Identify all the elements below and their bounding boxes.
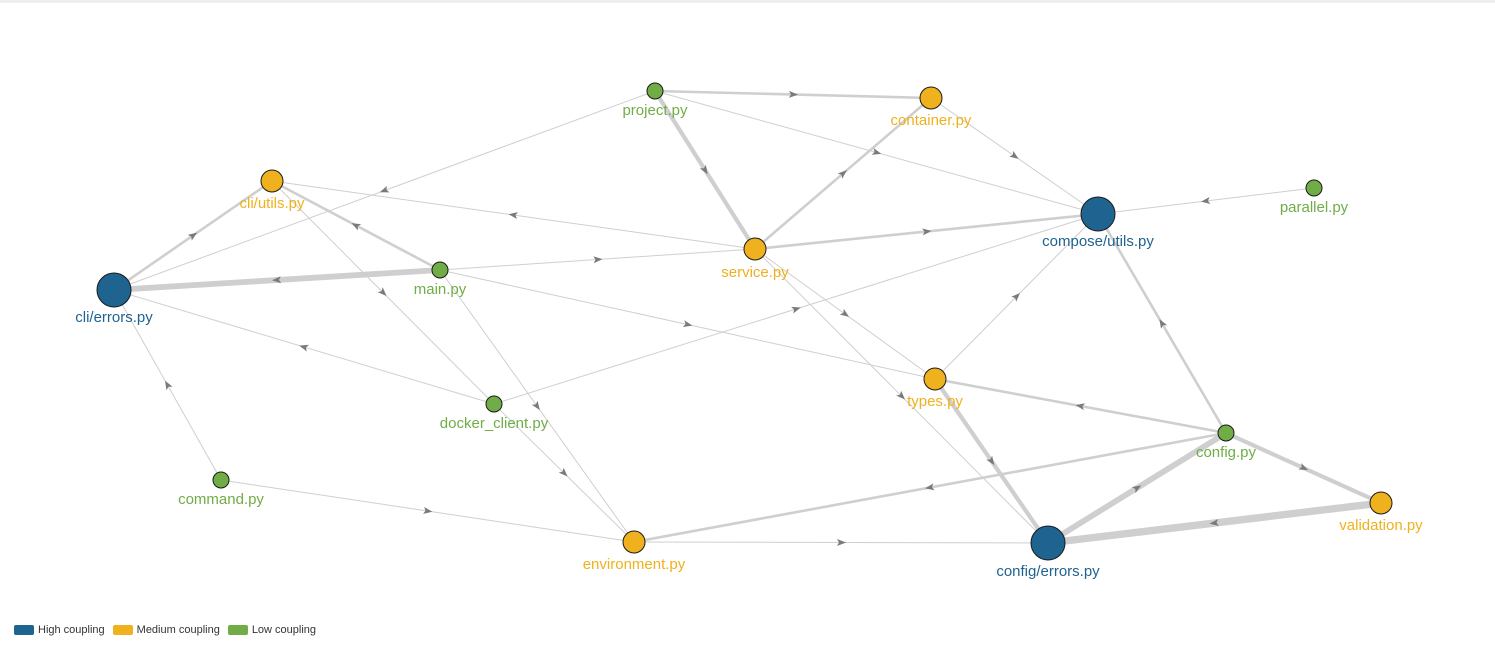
edge-arrow-main-to-types <box>682 320 693 328</box>
node-label-project: project.py <box>622 102 688 119</box>
edge-arrow-project-to-cli_errors <box>379 185 390 193</box>
node-label-service: service.py <box>721 264 789 281</box>
legend-label-high: High coupling <box>38 624 105 636</box>
coupling-legend: High coupling Medium coupling Low coupling <box>14 624 316 636</box>
edge-arrow-service-to-types <box>839 308 850 317</box>
edge-arrow-command-to-environment <box>423 506 433 514</box>
edge-arrow-docker_client-to-cli_errors <box>299 344 309 352</box>
edge-arrow-docker_client-to-compose_utils <box>791 306 801 314</box>
node-parallel[interactable] <box>1305 179 1323 197</box>
node-types[interactable] <box>923 367 947 391</box>
node-label-command: command.py <box>178 491 264 508</box>
node-validation[interactable] <box>1369 491 1393 515</box>
node-label-main: main.py <box>414 281 467 298</box>
labels-layer: project.py container.py cli/utils.py compos… <box>75 102 1423 580</box>
edge-arrow-config-to-validation <box>1298 463 1309 471</box>
edge-arrow-docker_client-to-environment <box>558 467 568 477</box>
arrows-layer <box>165 90 1309 546</box>
node-command[interactable] <box>212 471 230 489</box>
node-docker_client[interactable] <box>485 395 503 413</box>
edge-arrow-validation-to-config_errors <box>1209 519 1219 526</box>
node-service[interactable] <box>743 237 767 261</box>
edge-arrow-config-to-environment <box>925 483 935 491</box>
legend-swatch-medium <box>112 625 133 635</box>
edge-arrow-cli_errors-to-cli_utils <box>187 232 198 241</box>
edge-arrow-service-to-cli_utils <box>508 212 518 220</box>
edge-arrow-types-to-config_errors <box>986 455 995 466</box>
node-compose_utils[interactable] <box>1080 196 1116 232</box>
nodes-layer <box>96 82 1393 561</box>
edge-arrow-parallel-to-compose_utils <box>1201 197 1211 204</box>
legend-swatch-low <box>227 625 248 635</box>
edge-arrow-project-to-compose_utils <box>871 148 882 155</box>
edge-arrow-project-to-container <box>788 90 798 98</box>
node-label-cli_utils: cli/utils.py <box>239 195 305 212</box>
edge-arrow-types-to-compose_utils <box>1011 292 1021 302</box>
node-label-config_errors: config/errors.py <box>996 563 1100 580</box>
edge-arrow-service-to-config_errors <box>896 390 906 400</box>
node-project[interactable] <box>646 82 664 100</box>
node-main[interactable] <box>431 261 449 279</box>
edge-arrow-main-to-cli_utils <box>351 223 362 231</box>
edge-arrow-service-to-compose_utils <box>922 228 932 236</box>
node-environment[interactable] <box>622 530 646 554</box>
edge-arrow-project-to-service <box>699 164 708 175</box>
dependency-graph: project.py container.py cli/utils.py compos… <box>75 82 1423 580</box>
legend-label-low: Low coupling <box>251 624 317 636</box>
edge-arrow-config_errors-to-config <box>1131 485 1142 494</box>
edge-arrow-main-to-environment <box>531 400 540 411</box>
node-label-config: config.py <box>1196 444 1257 461</box>
node-container[interactable] <box>919 86 943 110</box>
node-cli_errors[interactable] <box>96 272 132 308</box>
legend-item-low: Low coupling <box>227 624 317 636</box>
edge-arrow-cli_utils-to-docker_client <box>377 287 387 297</box>
node-cli_utils[interactable] <box>260 169 284 193</box>
node-label-compose_utils: compose/utils.py <box>1042 233 1154 250</box>
node-label-validation: validation.py <box>1339 517 1423 534</box>
legend-swatch-high <box>14 625 34 635</box>
edge-arrow-service-to-container <box>837 170 847 179</box>
node-label-types: types.py <box>907 393 963 410</box>
edge-arrow-config-to-compose_utils <box>1159 319 1168 329</box>
edge-arrow-container-to-compose_utils <box>1009 150 1019 159</box>
node-label-environment: environment.py <box>583 556 686 573</box>
edge-arrow-config-to-types <box>1075 403 1086 411</box>
edge-arrow-environment-to-config_errors <box>836 538 846 546</box>
node-config[interactable] <box>1217 424 1235 442</box>
node-config_errors[interactable] <box>1030 525 1066 561</box>
edge-arrow-main-to-cli_errors <box>272 276 282 284</box>
legend-item-medium: Medium coupling <box>112 624 220 636</box>
edges-layer <box>111 88 1385 547</box>
node-label-cli_errors: cli/errors.py <box>75 309 153 326</box>
legend-label-medium: Medium coupling <box>136 624 220 636</box>
node-label-parallel: parallel.py <box>1280 199 1349 216</box>
node-label-docker_client: docker_client.py <box>440 415 549 432</box>
edge-arrow-command-to-cli_errors <box>165 380 173 391</box>
legend-item-high: High coupling <box>14 624 105 636</box>
edge-arrow-main-to-service <box>593 256 603 264</box>
node-label-container: container.py <box>891 112 972 129</box>
